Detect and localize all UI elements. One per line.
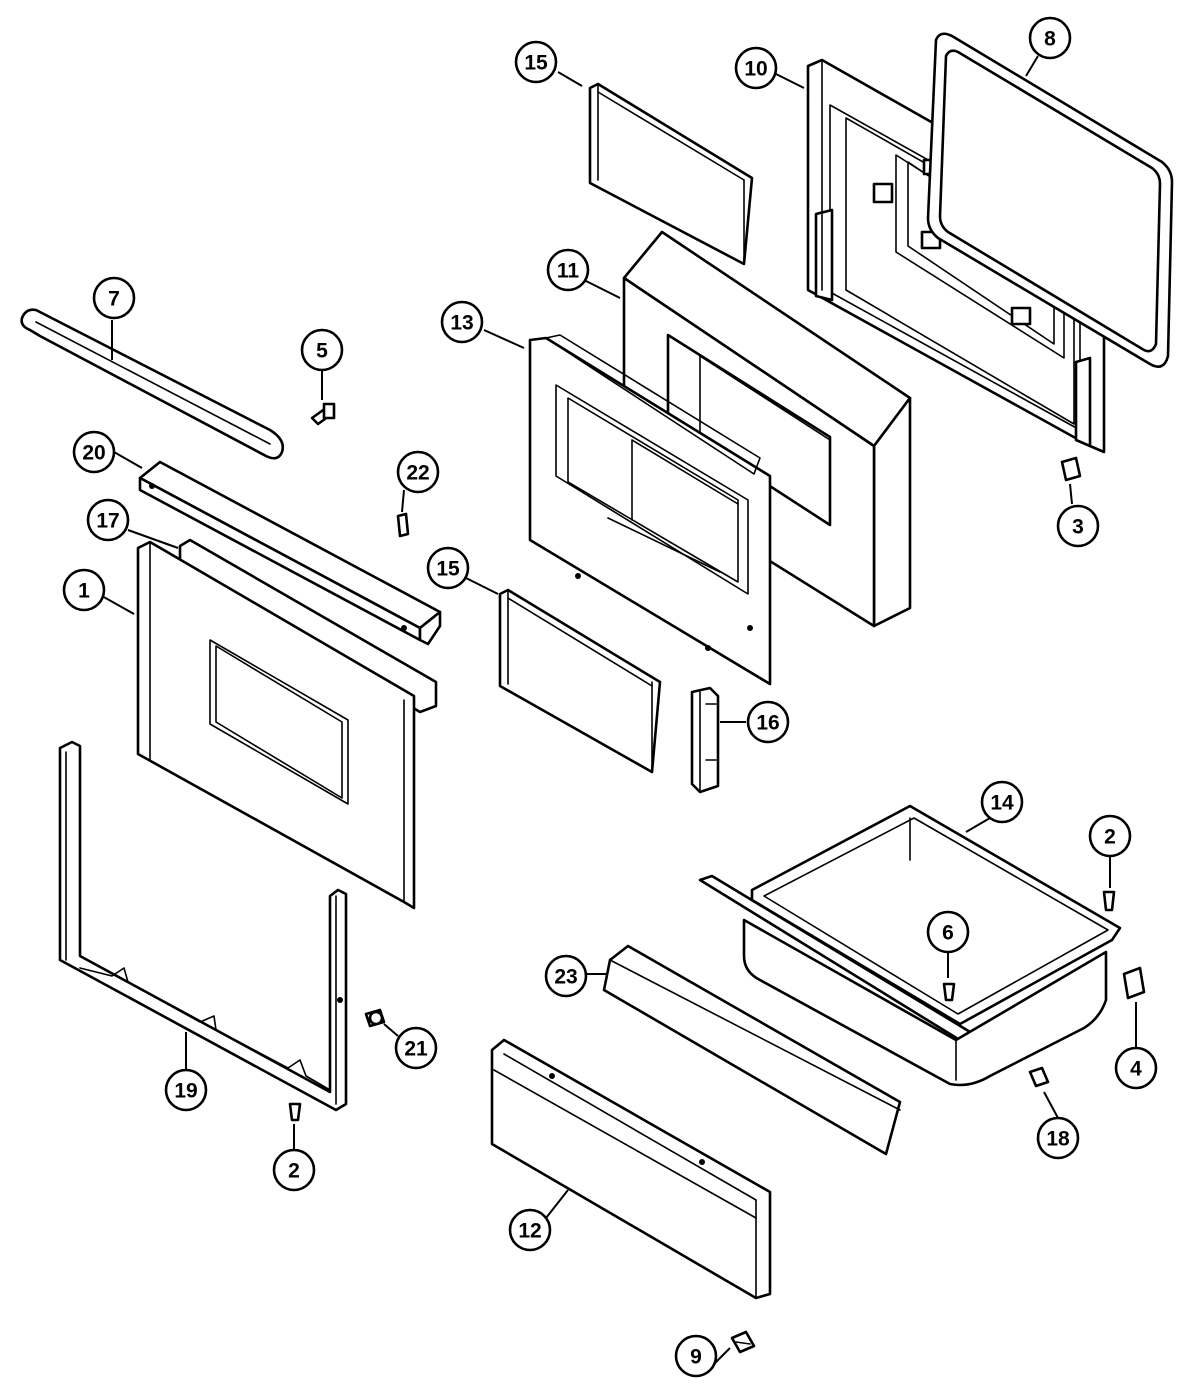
callout-19: 19 (164, 1068, 208, 1112)
part-drawer-front (490, 1038, 772, 1300)
callout-11: 11 (546, 248, 590, 292)
callout-label: 14 (990, 792, 1014, 815)
callout-label: 3 (1072, 516, 1084, 539)
part-clip-4 (1122, 966, 1146, 1000)
callout-label: 22 (406, 462, 429, 485)
part-drawer-glide (602, 944, 902, 1156)
callout-9: 9 (674, 1334, 718, 1378)
callout-3: 3 (1056, 504, 1100, 548)
part-door-gasket (926, 32, 1174, 368)
part-screw-6 (942, 982, 956, 1002)
part-glass-panel-lower (498, 588, 662, 774)
part-screw-2-lower (288, 1102, 302, 1122)
callout-label: 23 (554, 966, 577, 989)
callout-label: 7 (108, 288, 120, 311)
callout-label: 11 (557, 260, 580, 283)
callout-label: 6 (942, 922, 954, 945)
callout-label: 16 (756, 712, 779, 735)
part-screw-2-upper (1102, 890, 1116, 912)
callout-label: 21 (404, 1038, 428, 1061)
part-knob (730, 1330, 756, 1354)
callout-label: 13 (450, 312, 473, 335)
callout-12: 12 (508, 1208, 552, 1252)
callout-label: 2 (288, 1160, 300, 1183)
callout-label: 1 (78, 580, 90, 603)
callout-label: 12 (518, 1220, 541, 1243)
part-hinge-receiver (690, 686, 720, 794)
part-glass-panel-upper (588, 82, 754, 266)
callout-label: 4 (1130, 1058, 1142, 1081)
part-inner-door-panel (528, 334, 772, 686)
callout-label: 2 (1104, 826, 1116, 849)
callout-label: 19 (174, 1080, 197, 1103)
callout-label: 17 (96, 510, 119, 533)
callout-label: 20 (82, 442, 105, 465)
callout-2-upper: 2 (1088, 814, 1132, 858)
callout-13: 13 (440, 300, 484, 344)
part-screw-21 (364, 1008, 386, 1028)
callout-21: 21 (394, 1026, 438, 1070)
callout-label: 18 (1046, 1128, 1070, 1151)
callout-label: 15 (436, 558, 460, 581)
part-door-handle (20, 308, 285, 460)
callout-4: 4 (1114, 1046, 1158, 1090)
leader-lines (101, 55, 1137, 1367)
callout-label: 15 (524, 52, 548, 75)
callout-16: 16 (746, 700, 790, 744)
callout-23: 23 (544, 954, 588, 998)
callout-15-lower: 15 (426, 546, 470, 590)
part-screw-22 (396, 512, 410, 538)
callout-label: 8 (1044, 28, 1056, 51)
callout-8: 8 (1028, 16, 1072, 60)
part-outer-door (136, 540, 416, 910)
part-door-base-frame (58, 740, 348, 1112)
callout-1: 1 (62, 568, 106, 612)
callout-20: 20 (72, 430, 116, 474)
callout-label: 10 (744, 58, 767, 81)
callout-22: 22 (396, 450, 440, 494)
callout-14: 14 (980, 780, 1024, 824)
callout-label: 9 (690, 1346, 702, 1369)
callout-label: 5 (316, 340, 328, 363)
callout-15-upper: 15 (514, 40, 558, 84)
callout-7: 7 (92, 276, 136, 320)
callout-18: 18 (1036, 1116, 1080, 1160)
callout-5: 5 (300, 328, 344, 372)
callout-2-lower: 2 (272, 1148, 316, 1192)
part-screw-5 (310, 402, 336, 426)
part-clip-3 (1060, 456, 1082, 482)
part-vent-trim (138, 460, 442, 646)
callout-6: 6 (926, 910, 970, 954)
callout-17: 17 (86, 498, 130, 542)
callout-10: 10 (734, 46, 778, 90)
part-clip-18 (1028, 1066, 1050, 1088)
